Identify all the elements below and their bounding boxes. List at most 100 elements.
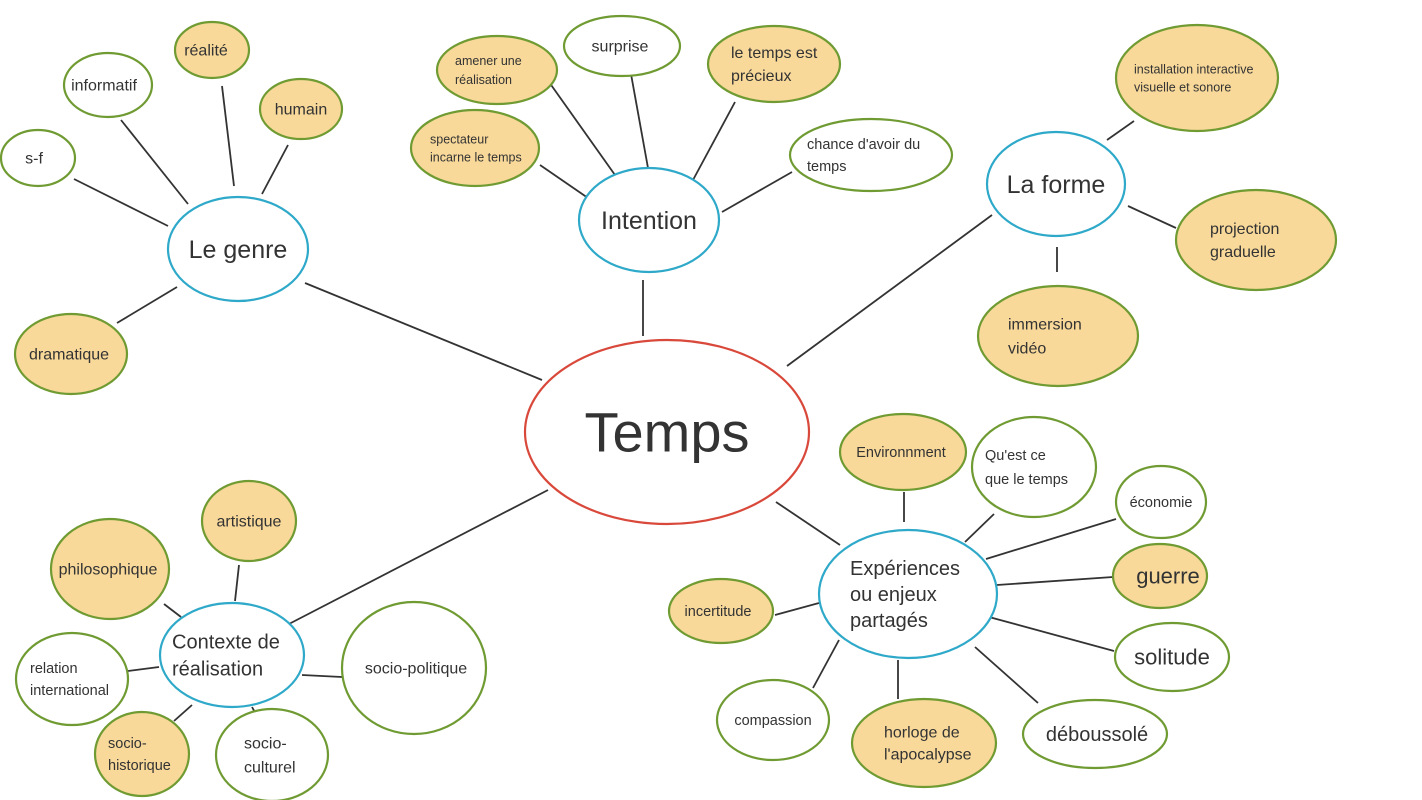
connector-amener bbox=[548, 81, 616, 176]
node-experiences-shape bbox=[817, 528, 999, 660]
node-realite-label: réalité bbox=[184, 43, 228, 60]
node-economie[interactable]: économie bbox=[1114, 464, 1208, 540]
node-informatif-shape bbox=[62, 51, 154, 119]
node-artistique[interactable]: artistique bbox=[200, 479, 298, 563]
node-environnment[interactable]: Environnment bbox=[838, 412, 968, 492]
node-surprise[interactable]: surprise bbox=[562, 14, 682, 78]
connector-incertitude bbox=[774, 602, 820, 616]
node-sociopol-shape bbox=[340, 600, 488, 736]
node-sociohist-label: socio-historique bbox=[108, 736, 171, 774]
connector-chance bbox=[721, 171, 793, 213]
connector-surprise bbox=[630, 73, 649, 169]
node-dramatique-label: dramatique bbox=[29, 347, 109, 364]
node-relation-shape bbox=[14, 631, 130, 727]
node-informatif[interactable]: informatif bbox=[62, 51, 154, 119]
node-deboussole-label: déboussolé bbox=[1046, 724, 1148, 746]
node-guerre[interactable]: guerre bbox=[1111, 542, 1209, 610]
node-humain-shape bbox=[258, 77, 344, 141]
node-solitude-label: solitude bbox=[1134, 645, 1210, 670]
node-informatif-label: informatif bbox=[71, 78, 137, 95]
node-surprise-shape bbox=[562, 14, 682, 78]
node-compassion-shape bbox=[715, 678, 831, 762]
connector-philosophique bbox=[163, 603, 182, 618]
node-sociopol[interactable]: socio-politique bbox=[340, 600, 488, 736]
node-temps-label: Temps bbox=[585, 401, 750, 464]
node-horloge-shape bbox=[850, 697, 998, 789]
node-incertitude-label: incertitude bbox=[685, 604, 752, 620]
node-immersion-shape bbox=[976, 284, 1140, 388]
node-socioculturel[interactable]: socio-culturel bbox=[214, 707, 330, 800]
connector-dramatique bbox=[116, 286, 178, 324]
node-compassion[interactable]: compassion bbox=[715, 678, 831, 762]
connector-sf bbox=[73, 178, 169, 227]
node-dramatique-shape bbox=[13, 312, 129, 396]
node-temps[interactable]: Temps bbox=[523, 338, 811, 526]
node-socioculturel-shape bbox=[214, 707, 330, 800]
node-projection-shape bbox=[1174, 188, 1338, 292]
node-incertitude[interactable]: incertitude bbox=[667, 577, 775, 645]
node-layer: Temps Le genre s-f informatif réalité humain d… bbox=[0, 14, 1338, 800]
node-forme-label: La forme bbox=[1007, 171, 1106, 199]
node-artistique-label: artistique bbox=[217, 514, 282, 531]
connector-guerre bbox=[996, 576, 1114, 586]
node-humain-label: humain bbox=[275, 102, 327, 119]
connector-informatif bbox=[120, 119, 189, 205]
node-compassion-label: compassion bbox=[734, 713, 811, 729]
node-genre-shape bbox=[166, 195, 310, 303]
connector-spectateur bbox=[539, 164, 589, 199]
node-solitude[interactable]: solitude bbox=[1113, 621, 1231, 693]
connector-layer bbox=[73, 73, 1177, 722]
node-guerre-shape bbox=[1111, 542, 1209, 610]
node-realite[interactable]: réalité bbox=[173, 20, 251, 80]
node-forme-shape bbox=[985, 130, 1127, 238]
node-economie-shape bbox=[1114, 464, 1208, 540]
node-genre[interactable]: Le genre bbox=[166, 195, 310, 303]
node-economie-label: économie bbox=[1130, 495, 1193, 511]
node-genre-label: Le genre bbox=[189, 236, 288, 264]
node-deboussole[interactable]: déboussolé bbox=[1021, 698, 1169, 770]
connector-realite bbox=[221, 85, 235, 187]
node-philosophique-label: philosophique bbox=[59, 562, 158, 579]
node-dramatique[interactable]: dramatique bbox=[13, 312, 129, 396]
node-forme[interactable]: La forme bbox=[985, 130, 1127, 238]
connector-projection bbox=[1127, 205, 1177, 229]
connector-humain bbox=[261, 144, 289, 195]
node-humain[interactable]: humain bbox=[258, 77, 344, 141]
connector-installation bbox=[1106, 120, 1135, 141]
node-sociohist[interactable]: socio-historique bbox=[93, 710, 191, 798]
node-sf[interactable]: s-f bbox=[0, 128, 77, 188]
node-precieux-shape bbox=[706, 24, 842, 104]
node-intention-label: Intention bbox=[601, 207, 697, 235]
node-philosophique-shape bbox=[49, 517, 171, 621]
node-intention-shape bbox=[577, 166, 721, 274]
connector-relation bbox=[127, 666, 160, 672]
connector-compassion bbox=[812, 639, 840, 689]
node-deboussole-shape bbox=[1021, 698, 1169, 770]
node-artistique-shape bbox=[200, 479, 298, 563]
node-realite-shape bbox=[173, 20, 251, 80]
node-philosophique[interactable]: philosophique bbox=[49, 517, 171, 621]
connector-economie bbox=[985, 518, 1117, 560]
node-intention[interactable]: Intention bbox=[577, 166, 721, 274]
